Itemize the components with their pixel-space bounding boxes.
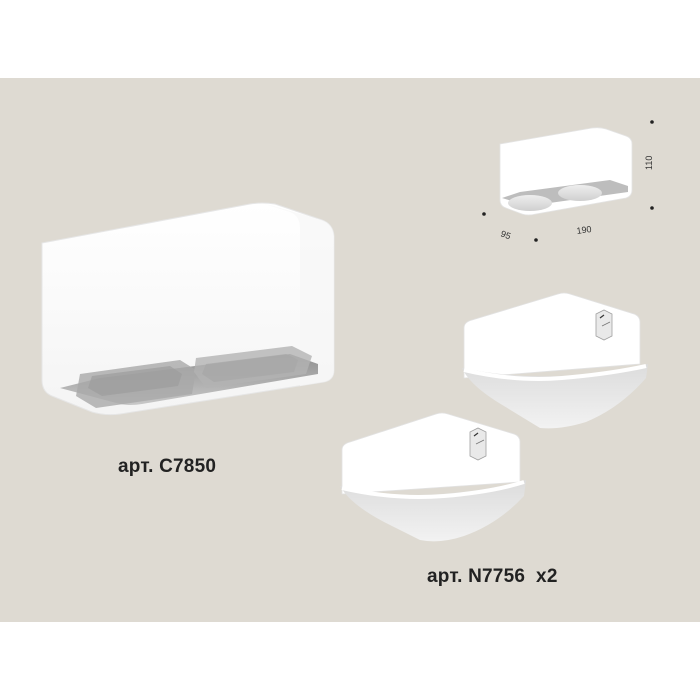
product-stage: 110 95 190 арт. C7850 арт. N7756 x2 xyxy=(0,78,700,622)
housing-c7850 xyxy=(41,202,335,416)
module-article-label: арт. N7756 x2 xyxy=(427,566,558,587)
module-n7756-lower xyxy=(340,412,526,542)
dimension-drawing: 110 95 190 xyxy=(482,120,654,242)
dimension-height-label: 110 xyxy=(644,156,654,170)
product-illustration: 110 95 190 xyxy=(41,120,654,542)
module-n7756-upper xyxy=(462,292,648,429)
dimension-depth-label: 95 xyxy=(499,228,512,241)
housing-article-label: арт. C7850 xyxy=(118,456,217,477)
dimension-width-label: 190 xyxy=(576,224,592,236)
